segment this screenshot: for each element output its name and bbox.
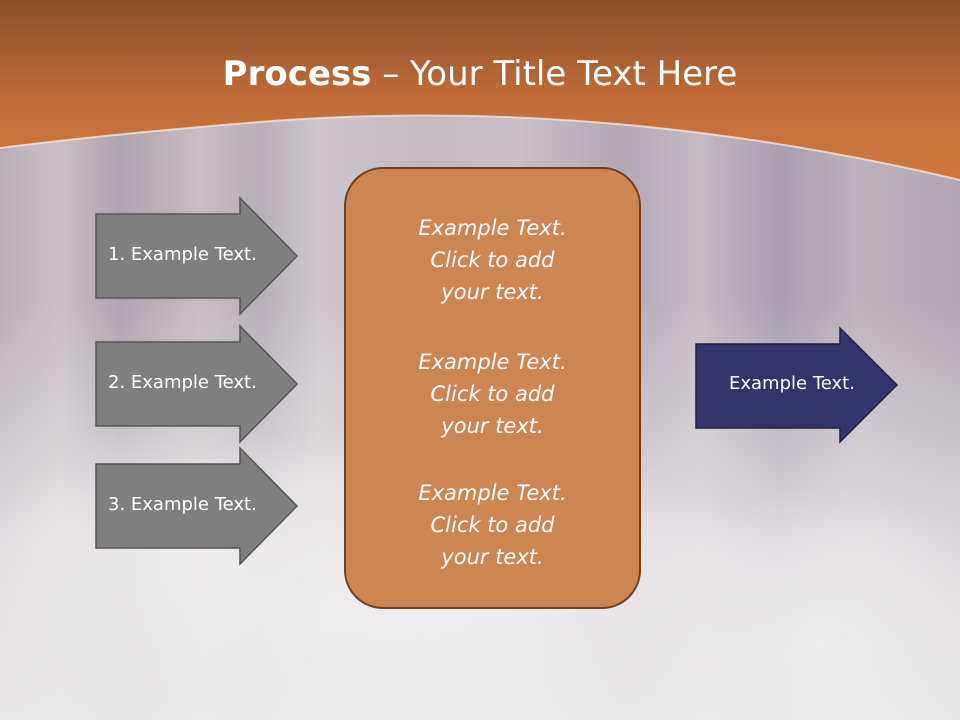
arrow-label-2: 2. Example Text.: [108, 372, 257, 393]
title-bold: Process: [222, 54, 372, 94]
arrow-shape-3[interactable]: [95, 446, 299, 566]
center-line: Example Text.: [418, 481, 567, 505]
center-line: your text.: [441, 414, 544, 438]
center-text-block-3[interactable]: Example Text. Click to add your text.: [345, 477, 640, 573]
center-line: your text.: [441, 545, 544, 569]
header-banner: [0, 0, 960, 181]
arrow-label-right: Example Text.: [729, 373, 855, 394]
center-line: your text.: [441, 280, 544, 304]
arrow-shape-2[interactable]: [95, 324, 299, 444]
center-text-block-1[interactable]: Example Text. Click to add your text.: [345, 212, 640, 308]
center-line: Click to add: [430, 513, 555, 537]
arrow-shape-1[interactable]: [95, 196, 299, 316]
center-line: Click to add: [430, 248, 555, 272]
center-line: Click to add: [430, 382, 555, 406]
center-line: Example Text.: [418, 350, 567, 374]
arrow-label-3: 3. Example Text.: [108, 494, 257, 515]
center-line: Example Text.: [418, 216, 567, 240]
page-title: Process – Your Title Text Here: [0, 52, 960, 96]
arrow-label-1: 1. Example Text.: [108, 244, 257, 265]
center-box-shape[interactable]: [344, 167, 641, 609]
center-text-block-2[interactable]: Example Text. Click to add your text.: [345, 346, 640, 442]
arrow-shape-right[interactable]: [695, 326, 899, 444]
title-separator: –: [371, 54, 411, 94]
title-rest: Your Title Text Here: [410, 54, 738, 94]
